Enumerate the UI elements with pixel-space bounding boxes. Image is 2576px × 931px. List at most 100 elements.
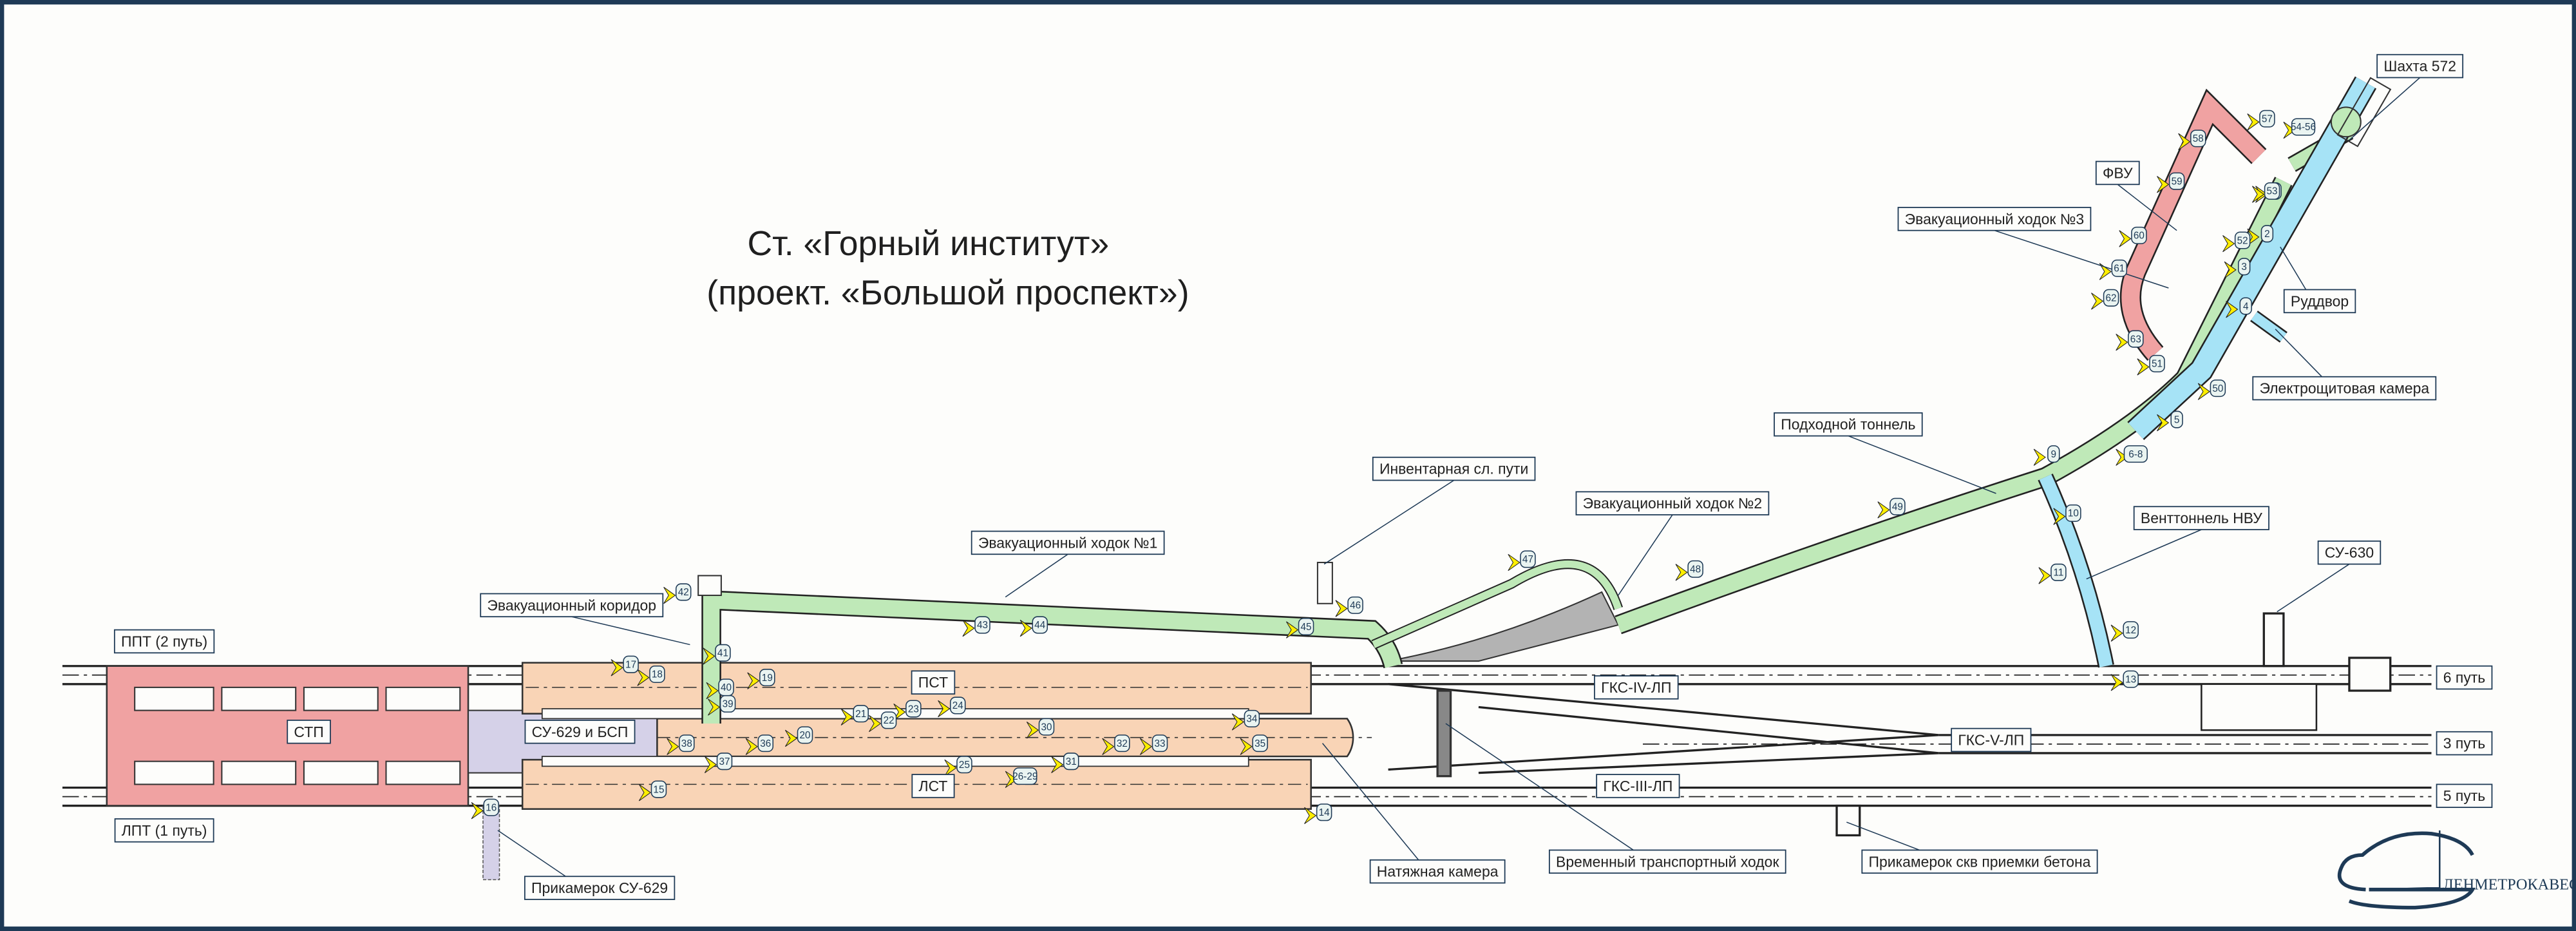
evacuation-arrow-icon <box>1508 553 1520 571</box>
marker-badge <box>1298 617 1314 636</box>
marker-badge <box>623 655 639 673</box>
label-prik-beton: Прикамерок скв приемки бетона <box>1861 849 2098 874</box>
marker-number: 43 <box>977 620 988 631</box>
evacuation-arrow-icon <box>2053 508 2066 525</box>
marker-badge <box>2210 379 2226 398</box>
marker-number: 23 <box>908 704 919 715</box>
marker-number: 51 <box>2152 359 2163 370</box>
label-box <box>1951 727 2032 753</box>
label-ppt2: ППТ (2 путь) <box>113 629 215 654</box>
marker-number: 9 <box>2051 449 2057 460</box>
route-marker: 3 <box>2238 258 2251 276</box>
route-marker: 16 <box>483 798 499 816</box>
route-marker: 48 <box>1687 560 1703 578</box>
label-box <box>287 720 331 744</box>
marker-number: 60 <box>2134 231 2145 242</box>
marker-number: 38 <box>681 738 692 749</box>
marker-badge <box>716 753 733 771</box>
evacuation-arrow-icon <box>784 729 798 747</box>
marker-number: 50 <box>2212 383 2223 394</box>
marker-badge <box>1013 767 1037 785</box>
marker-badge <box>2123 445 2148 463</box>
marker-number: 22 <box>884 715 895 726</box>
route-marker: 47 <box>1520 550 1536 568</box>
marker-number: 3 <box>2241 262 2247 273</box>
marker-number: 19 <box>762 673 773 684</box>
route-marker: 2 <box>2260 225 2274 243</box>
marker-badge <box>2170 410 2183 428</box>
label-box <box>1594 675 1679 700</box>
leader-line <box>1445 723 1668 874</box>
label-box <box>2436 731 2493 756</box>
marker-number: 12 <box>2125 625 2136 636</box>
route-markers: 123456-891011121314151617181920212223242… <box>483 110 2316 821</box>
evacuation-arrow-icon <box>1675 564 1688 581</box>
label-box <box>1897 207 2092 231</box>
label-text: ПСТ <box>918 674 948 691</box>
label-gks4: ГКС-IV-ЛП <box>1594 675 1679 700</box>
route-marker: 6-8 <box>2123 445 2148 463</box>
route-marker: 46 <box>1347 596 1363 614</box>
label-text: Прикамерок скв приемки бетона <box>1869 853 2091 870</box>
evacuation-arrow-icon <box>1335 600 1348 617</box>
marker-number: 63 <box>2130 334 2141 345</box>
route-marker: 42 <box>675 583 692 601</box>
label-gks3: ГКС-III-ЛП <box>1596 774 1680 798</box>
marker-badge <box>2149 354 2165 372</box>
label-text: ЛСТ <box>919 778 948 794</box>
label-text: Инвентарная сл. пути <box>1379 461 1528 477</box>
route-marker: 15 <box>650 780 667 798</box>
marker-badge <box>1151 734 1168 753</box>
marker-number: 59 <box>2172 176 2183 187</box>
label-box <box>971 530 1165 555</box>
route-marker: 63 <box>2128 330 2144 348</box>
label-text: ГКС-III-ЛП <box>1603 778 1672 794</box>
leader-line <box>2117 184 2177 231</box>
route-marker: 32 <box>1114 734 1130 753</box>
marker-badge <box>1520 550 1536 568</box>
evacuation-arrow-icon <box>2099 263 2112 280</box>
route-marker: 10 <box>2065 504 2081 523</box>
marker-badge <box>2131 226 2147 244</box>
marker-badge <box>1347 596 1363 614</box>
marker-number: 5 <box>2174 414 2180 425</box>
marker-number: 40 <box>721 682 732 693</box>
evacuation-arrow-icon <box>869 715 882 733</box>
label-box <box>1548 849 1786 874</box>
marker-badge <box>650 780 667 798</box>
marker-badge <box>2234 231 2251 249</box>
label-track5: 5 путь <box>2436 783 2493 809</box>
marker-badge <box>2190 130 2206 148</box>
route-marker: 36 <box>757 734 774 753</box>
label-tension: Натяжная камера <box>1369 859 1506 884</box>
marker-badge <box>679 734 695 753</box>
marker-number: 31 <box>1066 756 1077 767</box>
evacuation-arrow-icon <box>2197 383 2211 400</box>
label-box <box>1372 456 1536 481</box>
label-text: ГКС-V-ЛП <box>1958 732 2024 749</box>
evacuation-arrow-icon <box>1240 738 1253 755</box>
marker-badge <box>1316 803 1332 821</box>
label-box <box>1369 859 1506 884</box>
marker-number: 21 <box>855 709 866 720</box>
evacuation-arrow-icon <box>1139 738 1153 755</box>
evacuation-arrow-icon <box>611 659 623 677</box>
marker-number: 57 <box>2262 114 2273 125</box>
route-marker: 25 <box>956 756 972 774</box>
route-marker: 4 <box>2239 297 2252 315</box>
evacuation-arrow-icon <box>638 783 652 801</box>
stp-block <box>106 665 469 807</box>
marker-number: 6-8 <box>2128 449 2143 460</box>
label-temp: Временный транспортный ходок <box>1548 849 1786 874</box>
label-ruddvor: Руддвор <box>2283 289 2356 314</box>
route-marker: 41 <box>715 644 731 662</box>
evacuation-routes <box>701 124 2354 724</box>
evacuation-arrow-icon <box>1877 501 1890 519</box>
marker-badge <box>1889 497 1906 515</box>
evacuation-arrow-icon <box>1286 621 1299 638</box>
route-marker: 50 <box>2210 379 2226 398</box>
route-marker: 49 <box>1889 497 1906 515</box>
leader-line <box>1994 229 2169 289</box>
